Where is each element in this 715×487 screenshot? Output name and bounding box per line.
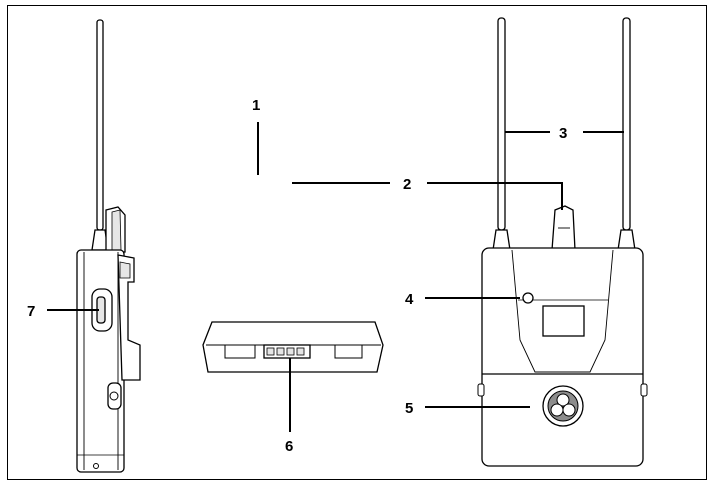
figure-frame	[7, 5, 707, 480]
callout-lines	[47, 122, 624, 432]
side-antenna	[96, 19, 104, 231]
callout-6: 6	[285, 438, 293, 455]
front-antenna-right-base	[617, 229, 636, 251]
front-view	[477, 17, 648, 467]
front-display	[542, 305, 585, 337]
front-antenna-left	[497, 17, 506, 231]
leader-2b	[427, 182, 563, 210]
callout-5: 5	[405, 400, 413, 417]
bottom-view	[202, 321, 384, 373]
front-body	[481, 247, 644, 467]
callout-3: 3	[559, 125, 567, 142]
front-antenna-left-base	[492, 229, 511, 251]
callout-4: 4	[405, 291, 414, 308]
front-antenna-right	[622, 17, 631, 231]
side-clip	[117, 254, 141, 381]
callout-7: 7	[27, 303, 35, 320]
callout-2: 2	[403, 176, 411, 193]
side-view	[76, 19, 141, 473]
led-indicator-icon	[522, 292, 534, 304]
callout-1: 1	[252, 97, 260, 114]
